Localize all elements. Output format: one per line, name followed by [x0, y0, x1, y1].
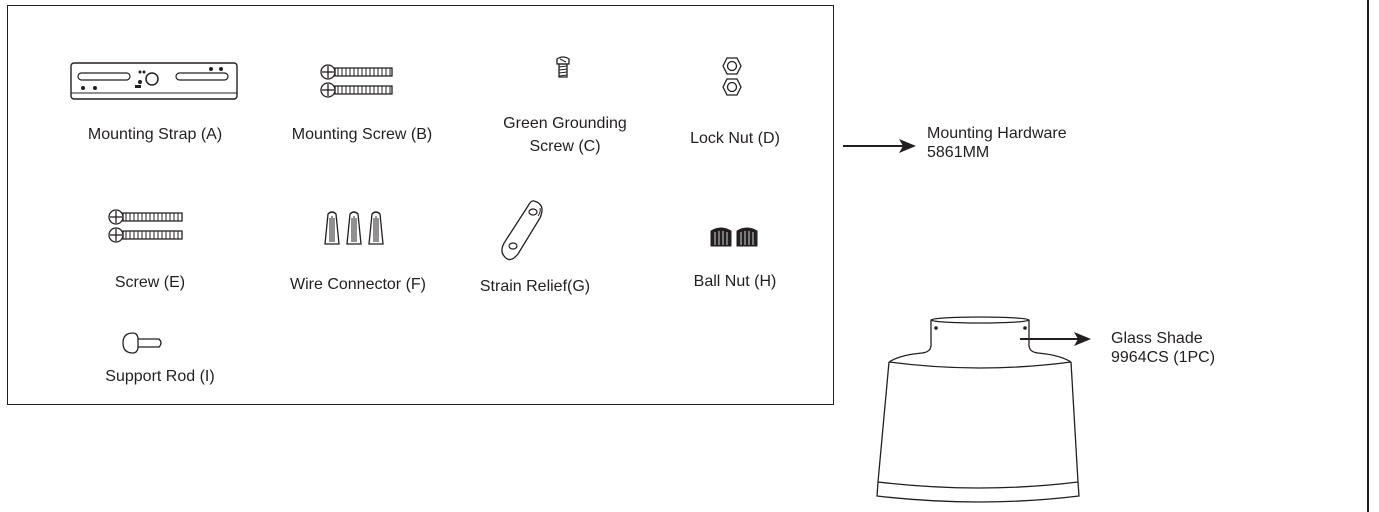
lock-nut-drawing	[722, 56, 742, 98]
hardware-parts-box	[7, 5, 834, 405]
mounting-strap-drawing	[70, 60, 240, 104]
wire-connector-drawing	[322, 210, 388, 246]
support-rod-drawing	[121, 332, 165, 354]
shade-callout-line2: 9964CS (1PC)	[1111, 349, 1216, 366]
part-label-b: Mounting Screw (B)	[291, 126, 433, 143]
part-label-g: Strain Relief(G)	[479, 278, 591, 295]
hardware-callout-line2: 5861MM	[927, 144, 990, 161]
part-label-a: Mounting Strap (A)	[87, 126, 223, 143]
part-label-c-line2: Screw (C)	[529, 138, 601, 155]
glass-shade-drawing	[872, 312, 1084, 506]
screw-e-drawing	[108, 208, 186, 244]
part-label-c-line1: Green Grounding	[503, 115, 627, 132]
mounting-screw-drawing	[320, 62, 396, 100]
part-label-d: Lock Nut (D)	[690, 130, 780, 147]
part-label-e: Screw (E)	[114, 274, 186, 291]
part-label-f: Wire Connector (F)	[289, 276, 427, 293]
part-label-i: Support Rod (I)	[105, 368, 215, 385]
grounding-screw-drawing	[556, 56, 570, 80]
shade-callout-line1: Glass Shade	[1111, 330, 1203, 347]
strain-relief-drawing	[500, 198, 548, 264]
hardware-callout-line1: Mounting Hardware	[927, 125, 1067, 142]
ball-nut-drawing	[709, 226, 761, 248]
page-edge-line	[1367, 0, 1369, 512]
hardware-arrow	[843, 139, 916, 153]
shade-arrow	[1020, 332, 1091, 346]
part-label-h: Ball Nut (H)	[693, 273, 777, 290]
